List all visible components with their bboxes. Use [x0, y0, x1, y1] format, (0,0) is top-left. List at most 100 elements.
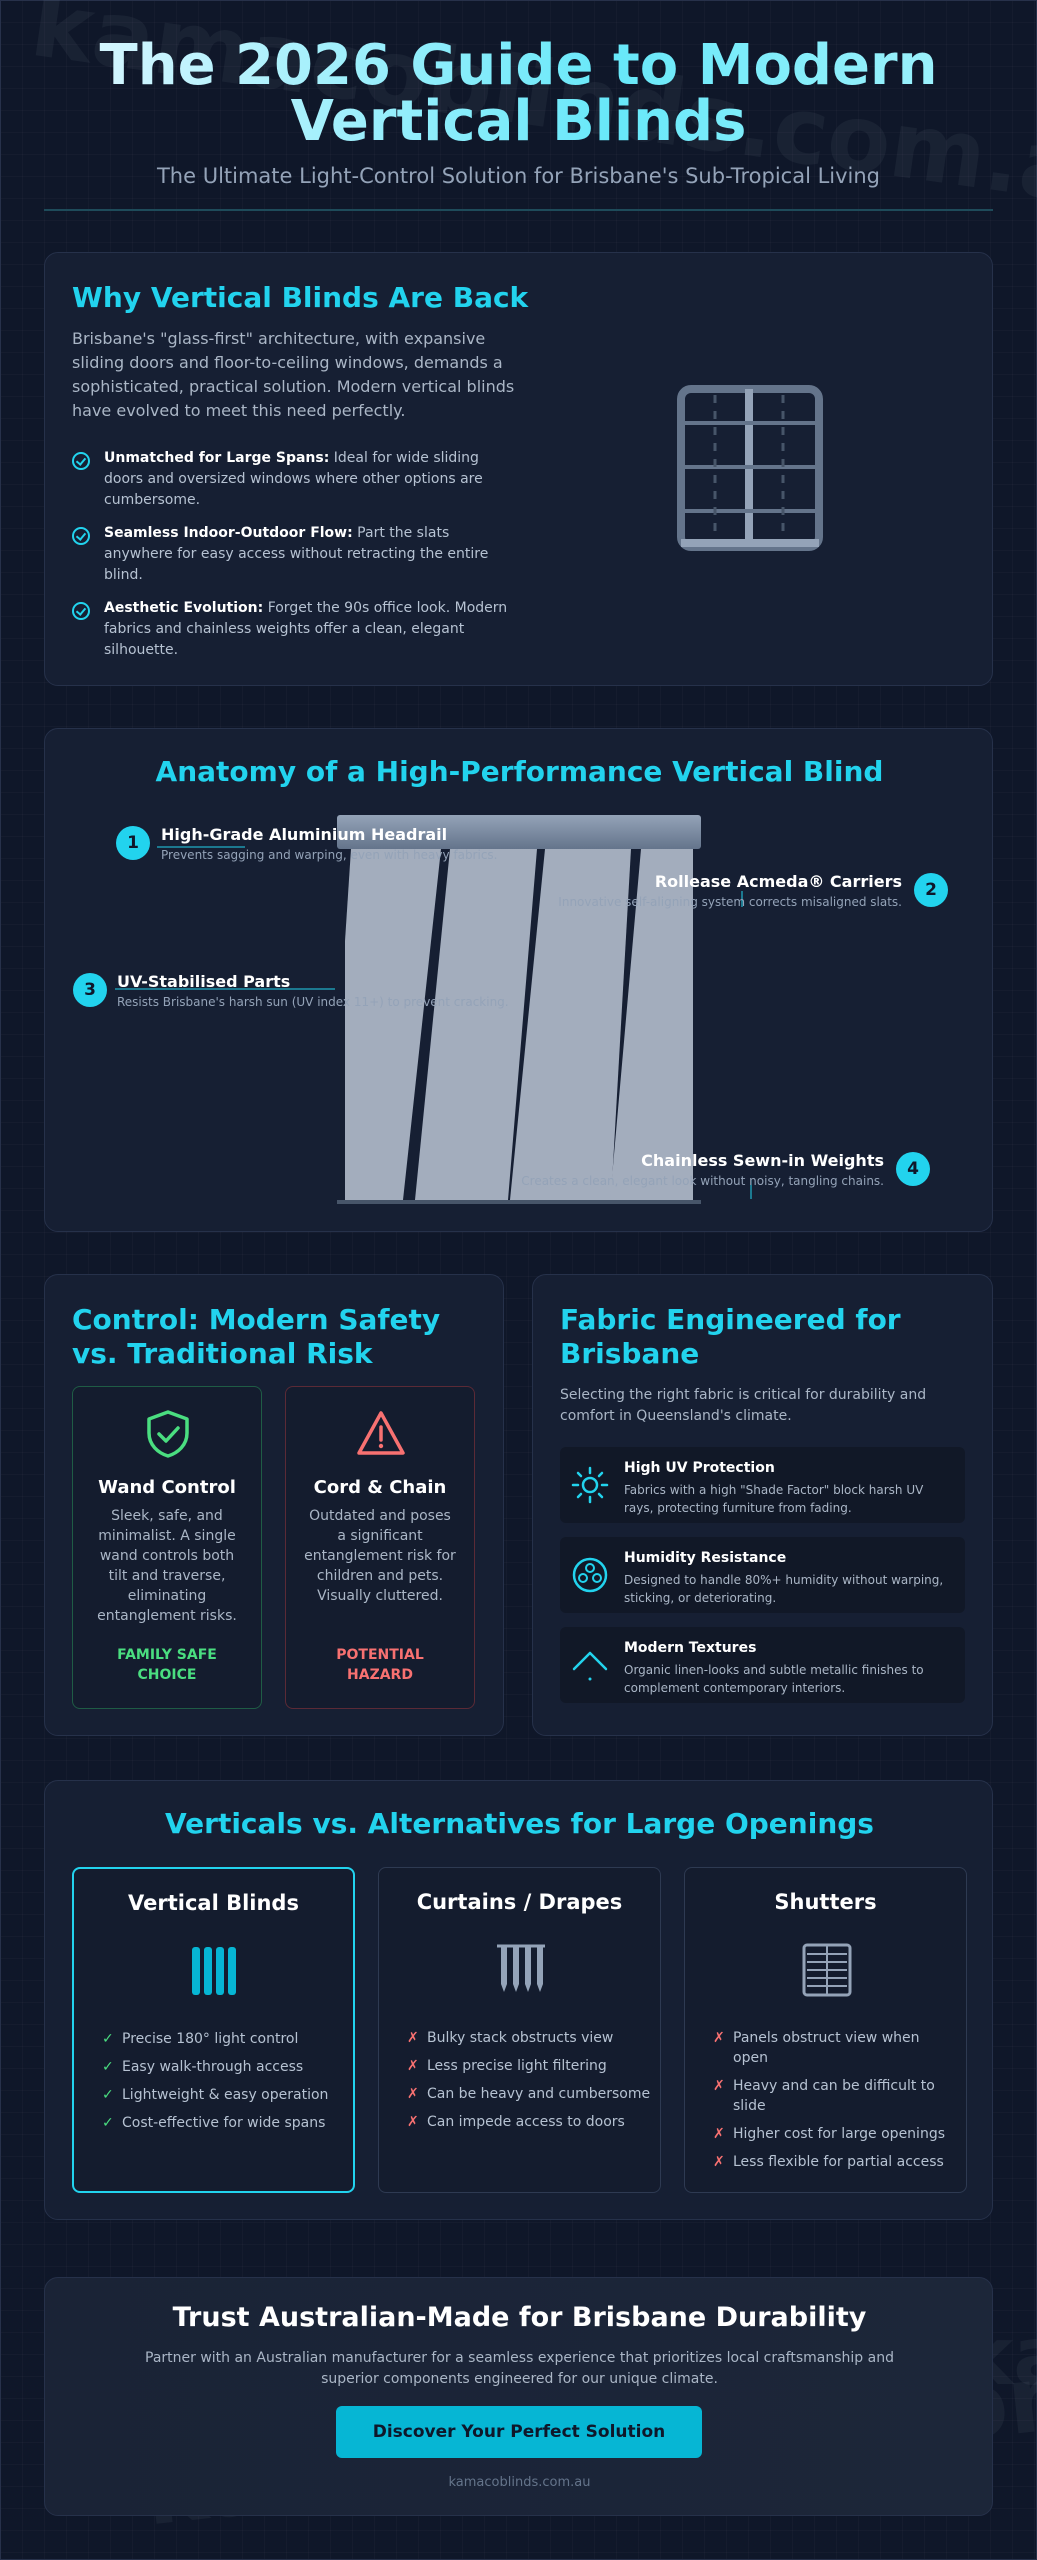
vertical-blind-icon: [677, 385, 823, 551]
cons-list: ✗Bulky stack obstructs view ✗ Less precis…: [407, 2028, 652, 2140]
list-item: ✗Can be heavy and cumbersome: [407, 2084, 652, 2104]
benefit-item: Unmatched for Large Spans: Ideal for wid…: [72, 448, 522, 511]
wand-control-card: Wand Control Sleek, safe, and minimalist…: [72, 1386, 262, 1709]
benefit-text: Part the slats anywhere for easy access …: [104, 525, 489, 583]
vertical-slats-icon: [192, 1947, 236, 1995]
comparison-section: Verticals vs. Alternatives for Large Ope…: [44, 1780, 993, 2220]
list-item-text: Panels obstruct view when open: [733, 2030, 920, 2066]
callout-title: UV-Stabilised Parts: [117, 972, 291, 991]
list-item: ✗Heavy and can be difficult to slide: [713, 2076, 958, 2116]
list-item: ✗ Less precise light filtering: [407, 2056, 652, 2076]
feature-title: Modern Textures: [624, 1640, 757, 1656]
check-circle-icon: [72, 527, 90, 545]
safety-tag: FAMILY SAFE CHOICE: [117, 1647, 217, 1683]
option-desc: Sleek, safe, and minimalist. A single wa…: [97, 1508, 237, 1624]
check-circle-icon: [72, 452, 90, 470]
shutters-icon: [802, 1943, 852, 1997]
page-title-line-1: The 2026 Guide to Modern: [99, 33, 938, 98]
callout-badge: 4: [896, 1152, 930, 1186]
list-item: ✗Less flexible for partial access: [713, 2152, 958, 2172]
cross-icon: ✗: [407, 2058, 419, 2074]
list-item-text: Cost-effective for wide spans: [122, 2115, 326, 2131]
callout-badge: 2: [914, 873, 948, 907]
page-subtitle: The Ultimate Light-Control Solution for …: [156, 164, 881, 188]
sun-icon: [571, 1466, 609, 1504]
check-icon: ✓: [102, 2059, 114, 2075]
feature-title: Humidity Resistance: [624, 1550, 787, 1566]
callout-uv-parts: UV-Stabilised Parts Resists Brisbane's h…: [117, 972, 509, 1009]
section-title: Verticals vs. Alternatives for Large Ope…: [165, 1807, 874, 1840]
list-item-text: Lightweight & easy operation: [122, 2087, 329, 2103]
discover-solution-button[interactable]: Discover Your Perfect Solution: [336, 2406, 702, 2458]
shield-check-icon: [147, 1410, 189, 1458]
cross-icon: ✗: [713, 2126, 725, 2142]
callout-title: Rollease Acmeda® Carriers: [654, 872, 902, 891]
list-item: ✓ Lightweight & easy operation: [102, 2085, 347, 2105]
benefit-item: Aesthetic Evolution: Forget the 90s offi…: [72, 598, 522, 661]
callout-desc: Prevents sagging and warping, even with …: [161, 848, 498, 862]
option-title: Cord & Chain: [313, 1477, 447, 1498]
slat: [610, 849, 693, 1200]
page-title-line-2: Vertical Blinds: [290, 89, 747, 154]
feature-humidity: Humidity Resistance Designed to handle 8…: [560, 1537, 965, 1613]
list-item: ✗Higher cost for large openings: [713, 2124, 958, 2144]
check-icon: ✓: [102, 2031, 114, 2047]
page-header: The 2026 Guide to Modern Vertical Blinds…: [40, 38, 997, 188]
cross-icon: ✗: [407, 2114, 419, 2130]
list-item: ✗Bulky stack obstructs view: [407, 2028, 652, 2048]
section-intro: Selecting the right fabric is critical f…: [560, 1387, 927, 1424]
headrail: [337, 815, 701, 849]
anatomy-section: Anatomy of a High-Performance Vertical B…: [44, 728, 993, 1232]
list-item: ✓ Easy walk-through access: [102, 2057, 347, 2077]
list-item: ✗Panels obstruct view when open: [713, 2028, 958, 2068]
bottom-rail: [337, 1200, 701, 1204]
cross-icon: ✗: [713, 2154, 725, 2170]
section-title: Control: Modern Safety vs. Traditional R…: [72, 1303, 441, 1370]
feature-desc: Designed to handle 80%+ humidity without…: [624, 1573, 944, 1605]
column-title: Shutters: [774, 1890, 877, 1914]
texture-icon: [572, 1651, 608, 1681]
slat: [510, 849, 631, 1200]
benefit-title: Unmatched for Large Spans:: [104, 450, 330, 466]
list-item-text: Heavy and can be difficult to slide: [733, 2078, 935, 2114]
column-title: Vertical Blinds: [128, 1891, 299, 1915]
comparison-column-vertical: Vertical Blinds ✓ Precise 180° light cont…: [72, 1867, 355, 2193]
pros-list: ✓ Precise 180° light control ✓ Easy walk-t…: [102, 2029, 347, 2141]
option-desc: Outdated and poses a significant entangl…: [304, 1508, 456, 1604]
callout-headrail: High-Grade Aluminium Headrail Prevents s…: [161, 825, 498, 862]
cord-chain-card: Cord & Chain Outdated and poses a signif…: [285, 1386, 475, 1709]
warning-icon: [357, 1411, 405, 1455]
cta-description: Partner with an Australian manufacturer …: [145, 2350, 894, 2387]
list-item-text: Less precise light filtering: [427, 2058, 607, 2074]
website-url[interactable]: kamacoblinds.com.au: [448, 2475, 591, 2490]
feature-desc: Organic linen-looks and subtle metallic …: [624, 1663, 924, 1695]
callout-badge: 1: [116, 826, 150, 860]
cta-title: Trust Australian-Made for Brisbane Durab…: [172, 2302, 867, 2333]
comparison-column-curtains: Curtains / Drapes ✗Bulky stack obstructs…: [378, 1867, 661, 2193]
callout-title: High-Grade Aluminium Headrail: [161, 825, 448, 844]
list-item-text: Precise 180° light control: [122, 2031, 299, 2047]
option-title: Wand Control: [98, 1477, 236, 1498]
section-title: Why Vertical Blinds Are Back: [72, 281, 529, 314]
check-circle-icon: [72, 602, 90, 620]
list-item: ✗ Can impede access to doors: [407, 2112, 652, 2132]
check-icon: ✓: [102, 2115, 114, 2131]
check-icon: ✓: [102, 2087, 114, 2103]
hazard-tag: POTENTIAL HAZARD: [336, 1647, 424, 1683]
section-title: Fabric Engineered for Brisbane: [560, 1303, 901, 1370]
comparison-column-shutters: Shutters ✗Panels obstruct view when open…: [684, 1867, 967, 2193]
benefit-title: Seamless Indoor-Outdoor Flow:: [104, 525, 353, 541]
section-title: Anatomy of a High-Performance Vertical B…: [155, 755, 884, 788]
list-item-text: Can impede access to doors: [427, 2114, 625, 2130]
callout-desc: Innovative self-aligning system corrects…: [558, 895, 902, 909]
header-divider: [44, 209, 993, 211]
callout-badge: 3: [73, 973, 107, 1007]
list-item-text: Can be heavy and cumbersome: [427, 2086, 651, 2102]
list-item-text: Easy walk-through access: [122, 2059, 304, 2075]
benefit-text: Ideal for wide sliding doors and oversiz…: [104, 450, 483, 508]
benefit-item: Seamless Indoor-Outdoor Flow: Part the s…: [72, 523, 522, 586]
slat: [415, 849, 537, 1200]
slat: [345, 849, 441, 1200]
callout-desc: Resists Brisbane's harsh sun (UV index 1…: [117, 995, 509, 1009]
feature-desc: Fabrics with a high "Shade Factor" block…: [624, 1483, 924, 1515]
